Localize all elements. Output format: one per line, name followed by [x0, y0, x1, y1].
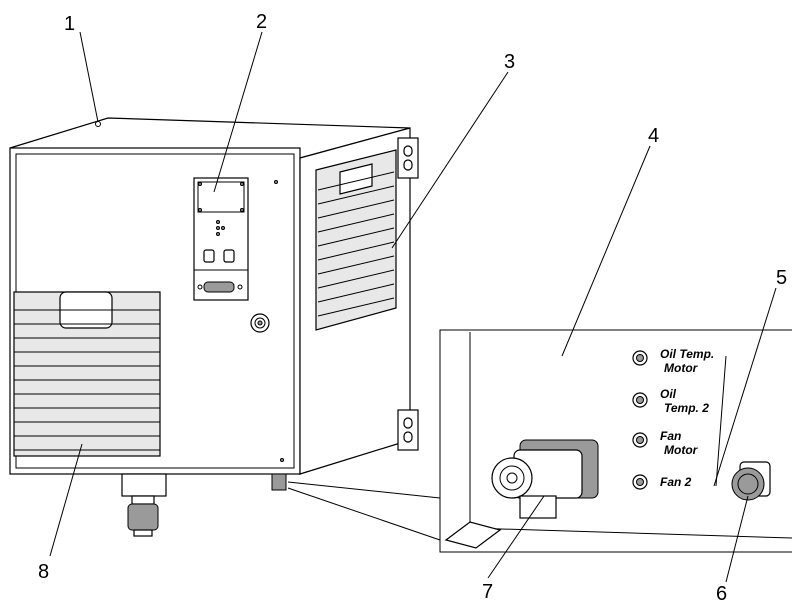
callout-8: 8: [38, 561, 49, 583]
callout-6: 6: [716, 583, 727, 602]
connector-oil-temp-2: Oil Temp. 2: [632, 387, 709, 415]
svg-text:Motor: Motor: [664, 443, 699, 457]
callout-leaders: [49, 31, 777, 583]
callout-2: 2: [256, 11, 267, 33]
bottom-cable-gland: [121, 473, 167, 537]
callout-1: 1: [64, 13, 75, 35]
svg-text:Fan: Fan: [660, 429, 681, 443]
side-air-grille: [315, 149, 397, 331]
callout-7: 7: [482, 581, 493, 602]
callout-3: 3: [504, 51, 515, 73]
control-panel: [193, 177, 249, 301]
svg-text:Temp. 2: Temp. 2: [664, 401, 709, 415]
callout-4: 4: [648, 125, 659, 147]
svg-text:Oil: Oil: [660, 387, 677, 401]
bottom-connector: [271, 473, 287, 491]
mounting-bracket-bottom: [397, 409, 419, 451]
connector-fan-2: Fan 2: [632, 474, 692, 490]
callout-5: 5: [776, 267, 787, 289]
mounting-bracket-top: [397, 137, 419, 179]
sub-d-connector: [203, 281, 235, 293]
front-air-grille: [13, 291, 161, 457]
motor-connector: [491, 439, 599, 519]
detail-view: Oil Temp. Motor Oil Temp. 2 Fan Motor Fa…: [287, 329, 792, 553]
panel-button-left: [203, 249, 215, 263]
connector-fan-motor: Fan Motor: [632, 429, 699, 457]
svg-text:Motor: Motor: [664, 361, 699, 375]
power-connector: [731, 461, 771, 501]
svg-text:Fan 2: Fan 2: [660, 475, 692, 489]
door-lock: [250, 313, 270, 333]
connector-oil-temp-motor: Oil Temp. Motor: [632, 347, 714, 375]
svg-text:Oil Temp.: Oil Temp.: [660, 347, 714, 361]
panel-button-right: [223, 249, 235, 263]
